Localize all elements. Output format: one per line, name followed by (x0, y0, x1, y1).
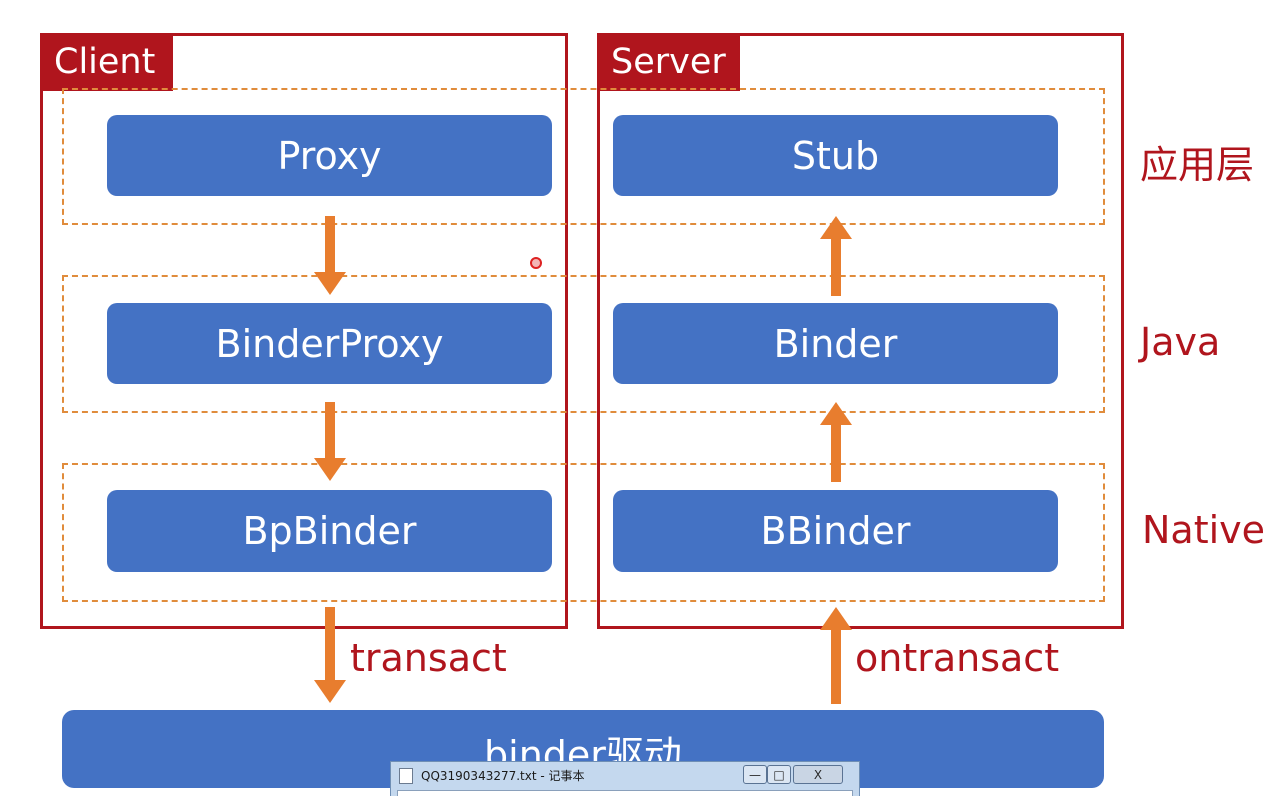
notepad-window[interactable]: QQ3190343277.txt - 记事本 — □ X (390, 761, 860, 796)
notepad-title: QQ3190343277.txt - 记事本 (421, 769, 585, 783)
proxy-box: Proxy (107, 115, 552, 196)
layer-label-java: Java (1140, 320, 1221, 364)
server-label: Server (597, 33, 740, 91)
b-binder-box: BBinder (613, 490, 1058, 572)
binder-proxy-box: BinderProxy (107, 303, 552, 384)
mouse-pointer-icon (530, 257, 542, 269)
binder-box: Binder (613, 303, 1058, 384)
server-frame (597, 33, 1124, 629)
layer-label-application: 应用层 (1140, 143, 1255, 187)
layer-label-native: Native (1142, 508, 1266, 552)
notepad-icon (399, 768, 413, 784)
arrow-up-binder-to-stub (820, 216, 852, 296)
client-label: Client (40, 33, 173, 91)
notepad-text-area[interactable] (397, 790, 853, 796)
maximize-button[interactable]: □ (767, 765, 791, 784)
transact-label: transact (350, 636, 507, 680)
arrow-down-proxy-to-binderproxy (314, 216, 346, 295)
arrow-down-binderproxy-to-bpbinder (314, 402, 346, 481)
layer-band-application (62, 88, 1105, 225)
bp-binder-box: BpBinder (107, 490, 552, 572)
layer-band-native (62, 463, 1105, 602)
arrow-down-transact (314, 607, 346, 703)
ontransact-label: ontransact (855, 636, 1060, 680)
arrow-up-bbinder-to-binder (820, 402, 852, 482)
stub-box: Stub (613, 115, 1058, 196)
close-button[interactable]: X (793, 765, 843, 784)
client-frame (40, 33, 568, 629)
arrow-up-ontransact (820, 607, 852, 704)
layer-band-java (62, 275, 1105, 413)
minimize-button[interactable]: — (743, 765, 767, 784)
